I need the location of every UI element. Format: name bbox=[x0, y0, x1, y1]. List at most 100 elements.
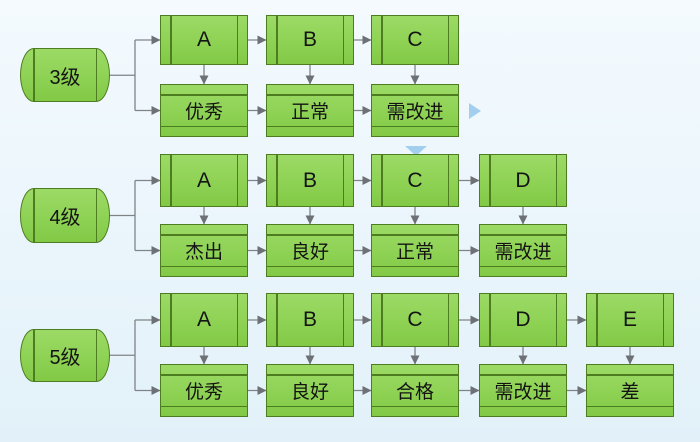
shape-inner-line bbox=[342, 155, 344, 206]
rating-box-3-1: 优秀 bbox=[160, 84, 248, 137]
shape-inner-line bbox=[33, 189, 35, 242]
rating-box-5-2: 良好 bbox=[266, 364, 354, 417]
flow-line bbox=[110, 320, 136, 391]
shape-inner-line bbox=[489, 155, 491, 206]
shape-inner-line bbox=[161, 265, 247, 267]
rating-box-5-3-label: 合格 bbox=[395, 382, 434, 403]
shape-inner-line bbox=[267, 405, 353, 407]
grade-box-3-b-label: B bbox=[302, 28, 317, 51]
shape-inner-line bbox=[555, 155, 557, 206]
continue-right-arrow-icon bbox=[469, 103, 481, 119]
shape-inner-line bbox=[161, 405, 247, 407]
grade-box-3-c: C bbox=[371, 15, 459, 65]
grade-box-4-b-label: B bbox=[302, 168, 317, 192]
shape-inner-line bbox=[372, 265, 458, 267]
rating-box-4-4-label: 需改进 bbox=[494, 242, 552, 263]
grade-box-4-c: C bbox=[371, 154, 459, 207]
shape-inner-line bbox=[381, 155, 383, 206]
shape-inner-line bbox=[276, 294, 278, 346]
shape-inner-line bbox=[372, 374, 458, 376]
rating-box-3-2: 正常 bbox=[266, 84, 354, 137]
grade-box-4-a-label: A bbox=[196, 168, 211, 192]
grade-box-5-a-label: A bbox=[196, 308, 211, 331]
shape-inner-line bbox=[33, 330, 35, 381]
grade-box-5-c: C bbox=[371, 293, 459, 347]
rating-box-5-1-label: 优秀 bbox=[184, 382, 223, 403]
shape-inner-line bbox=[372, 125, 458, 127]
grade-box-5-b: B bbox=[266, 293, 354, 347]
grade-box-4-d: D bbox=[479, 154, 567, 207]
shape-inner-line bbox=[170, 16, 172, 64]
grade-box-4-a: A bbox=[160, 154, 248, 207]
shape-inner-line bbox=[480, 234, 566, 236]
grade-box-4-d-label: D bbox=[515, 168, 531, 192]
shape-inner-line bbox=[33, 49, 35, 101]
shape-inner-line bbox=[161, 94, 247, 96]
shape-inner-line bbox=[447, 16, 449, 64]
rating-box-3-1-label: 优秀 bbox=[184, 102, 223, 123]
shape-inner-line bbox=[372, 234, 458, 236]
grade-box-4-c-label: C bbox=[407, 168, 423, 192]
shape-inner-line bbox=[267, 94, 353, 96]
grade-box-3-c-label: C bbox=[407, 28, 423, 51]
rating-box-3-2-label: 正常 bbox=[290, 102, 329, 123]
shape-inner-line bbox=[342, 294, 344, 346]
shape-inner-line bbox=[161, 374, 247, 376]
flow-line bbox=[110, 40, 136, 111]
shape-inner-line bbox=[447, 155, 449, 206]
shape-inner-line bbox=[662, 294, 664, 346]
shape-inner-line bbox=[276, 16, 278, 64]
grade-box-4-b: B bbox=[266, 154, 354, 207]
shape-inner-line bbox=[480, 374, 566, 376]
rating-box-4-2: 良好 bbox=[266, 224, 354, 277]
shape-inner-line bbox=[267, 265, 353, 267]
grade-box-5-d: D bbox=[479, 293, 567, 347]
shape-inner-line bbox=[276, 155, 278, 206]
shape-inner-line bbox=[236, 155, 238, 206]
shape-inner-line bbox=[381, 294, 383, 346]
shape-inner-line bbox=[161, 125, 247, 127]
shape-inner-line bbox=[480, 265, 566, 267]
grade-box-5-d-label: D bbox=[515, 308, 531, 331]
rating-box-5-2-label: 良好 bbox=[290, 382, 329, 403]
rating-box-4-3-label: 正常 bbox=[395, 242, 434, 263]
grade-box-5-e-label: E bbox=[622, 308, 637, 331]
rating-box-5-3: 合格 bbox=[371, 364, 459, 417]
cylinder-level-5-label: 5级 bbox=[49, 347, 81, 369]
shape-inner-line bbox=[95, 189, 97, 242]
grade-box-5-b-label: B bbox=[302, 308, 317, 331]
shape-inner-line bbox=[587, 405, 673, 407]
cylinder-level-5: 5级 bbox=[20, 329, 110, 382]
flow-line bbox=[110, 180, 136, 251]
cylinder-level-4: 4级 bbox=[20, 188, 110, 243]
rating-box-4-1: 杰出 bbox=[160, 224, 248, 277]
rating-box-5-4: 需改进 bbox=[479, 364, 567, 417]
shape-inner-line bbox=[95, 49, 97, 101]
rating-box-5-5-label: 差 bbox=[620, 382, 640, 403]
continue-down-arrow-icon bbox=[405, 146, 427, 156]
shape-inner-line bbox=[236, 294, 238, 346]
cylinder-level-3: 3级 bbox=[20, 48, 110, 102]
grade-box-5-e: E bbox=[586, 293, 674, 347]
shape-inner-line bbox=[170, 155, 172, 206]
cylinder-level-3-label: 3级 bbox=[49, 66, 81, 89]
grade-box-5-a: A bbox=[160, 293, 248, 347]
shape-inner-line bbox=[587, 374, 673, 376]
rating-box-3-3: 需改进 bbox=[371, 84, 459, 137]
shape-inner-line bbox=[381, 16, 383, 64]
rating-box-4-4: 需改进 bbox=[479, 224, 567, 277]
grade-box-5-c-label: C bbox=[407, 308, 423, 331]
shape-inner-line bbox=[489, 294, 491, 346]
shape-inner-line bbox=[161, 234, 247, 236]
shape-inner-line bbox=[596, 294, 598, 346]
shape-inner-line bbox=[236, 16, 238, 64]
grade-box-3-a-label: A bbox=[196, 28, 211, 51]
shape-inner-line bbox=[267, 125, 353, 127]
rating-box-4-3: 正常 bbox=[371, 224, 459, 277]
shape-inner-line bbox=[95, 330, 97, 381]
shape-inner-line bbox=[480, 405, 566, 407]
shape-inner-line bbox=[555, 294, 557, 346]
grade-box-3-b: B bbox=[266, 15, 354, 65]
shape-inner-line bbox=[267, 234, 353, 236]
